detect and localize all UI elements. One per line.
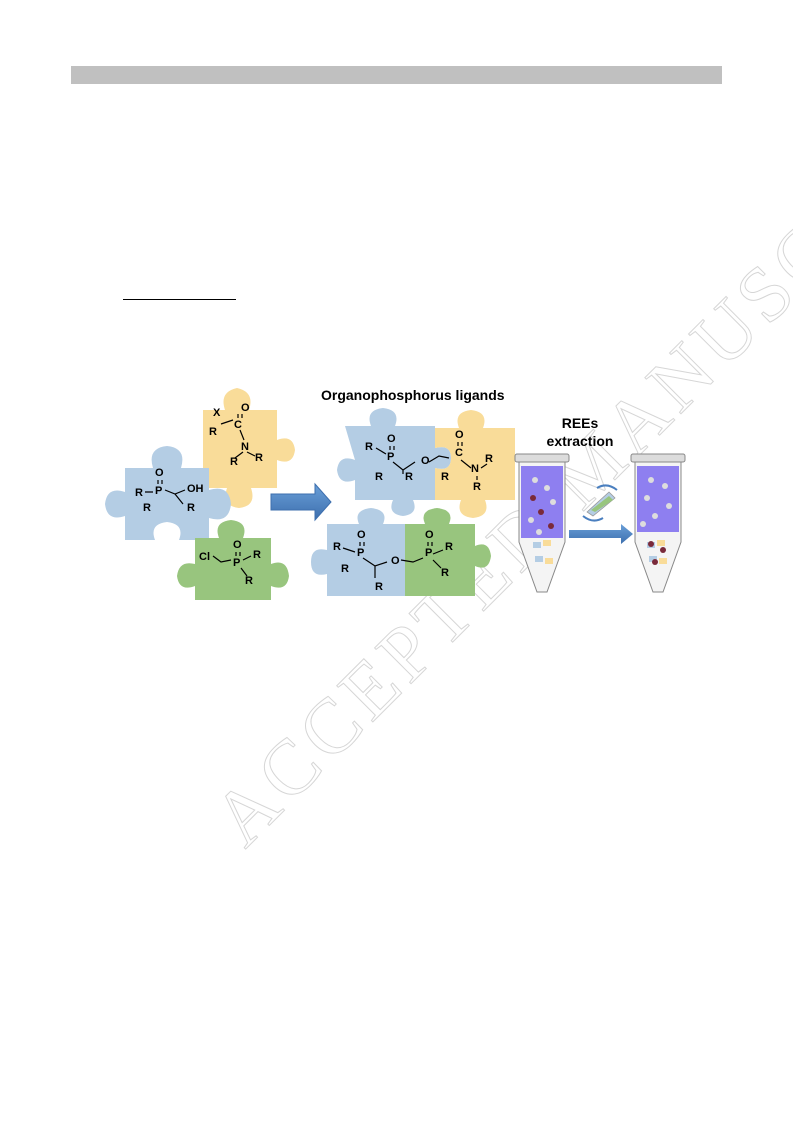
blue-puzzle-piece: R P O R OH R: [105, 446, 231, 540]
atom-p: P: [233, 557, 240, 569]
atom-o: O: [387, 433, 396, 445]
atom-n: N: [471, 463, 479, 475]
atom-o: O: [357, 529, 366, 541]
atom-cl: Cl: [199, 551, 210, 563]
header-bar: [71, 66, 722, 84]
green-puzzle-piece: Cl P O R R: [177, 520, 289, 600]
atom-r: R: [441, 567, 449, 579]
extraction-label-line2: extraction: [547, 433, 614, 449]
atom-r: R: [485, 453, 493, 465]
atom-p: P: [425, 547, 432, 559]
tube-before: [514, 453, 570, 593]
tube-after: [630, 453, 686, 593]
atom-p: P: [357, 547, 364, 559]
atom-x: X: [213, 407, 221, 419]
atom-o: O: [241, 402, 250, 414]
atom-r: R: [230, 456, 238, 468]
extraction-arrow: [569, 524, 633, 544]
atom-r: R: [143, 502, 151, 514]
atom-r: R: [253, 549, 261, 561]
atom-r: R: [445, 541, 453, 553]
yellow-puzzle-piece: X R C O N R R: [203, 388, 295, 508]
atom-r: R: [187, 502, 195, 514]
atom-o: O: [233, 539, 242, 551]
atom-r: R: [365, 441, 373, 453]
shaker-icon: [582, 484, 618, 522]
atom-r: R: [473, 481, 481, 493]
atom-o: O: [155, 467, 164, 479]
atom-p: P: [155, 485, 162, 497]
atom-r: R: [135, 487, 143, 499]
atom-r: R: [375, 581, 383, 593]
atom-o: O: [421, 455, 430, 467]
reaction-arrow: [270, 482, 332, 522]
atom-r: R: [333, 541, 341, 553]
atom-n: N: [241, 441, 249, 453]
atom-p: P: [387, 451, 394, 463]
atom-r: R: [441, 471, 449, 483]
footnote-rule: [123, 299, 236, 300]
atom-r: R: [341, 563, 349, 575]
atom-oh: OH: [187, 483, 204, 495]
atom-o: O: [425, 529, 434, 541]
atom-r: R: [375, 471, 383, 483]
graphical-abstract-figure: X R C O N R R R P O R OH R Cl P O R R Or…: [105, 387, 686, 600]
product-2: R P O R O R P O R R: [311, 508, 491, 596]
atom-c: C: [234, 419, 242, 431]
figure-title: Organophosphorus ligands: [321, 387, 505, 403]
atom-c: C: [455, 447, 463, 459]
product-1: R P O R O R C O R N R R: [337, 408, 515, 518]
atom-r: R: [405, 471, 413, 483]
atom-o: O: [455, 429, 464, 441]
extraction-label-line1: REEs: [562, 415, 599, 431]
atom-r: R: [255, 452, 263, 464]
atom-o: O: [391, 555, 400, 567]
atom-r: R: [209, 426, 217, 438]
atom-r: R: [245, 575, 253, 587]
